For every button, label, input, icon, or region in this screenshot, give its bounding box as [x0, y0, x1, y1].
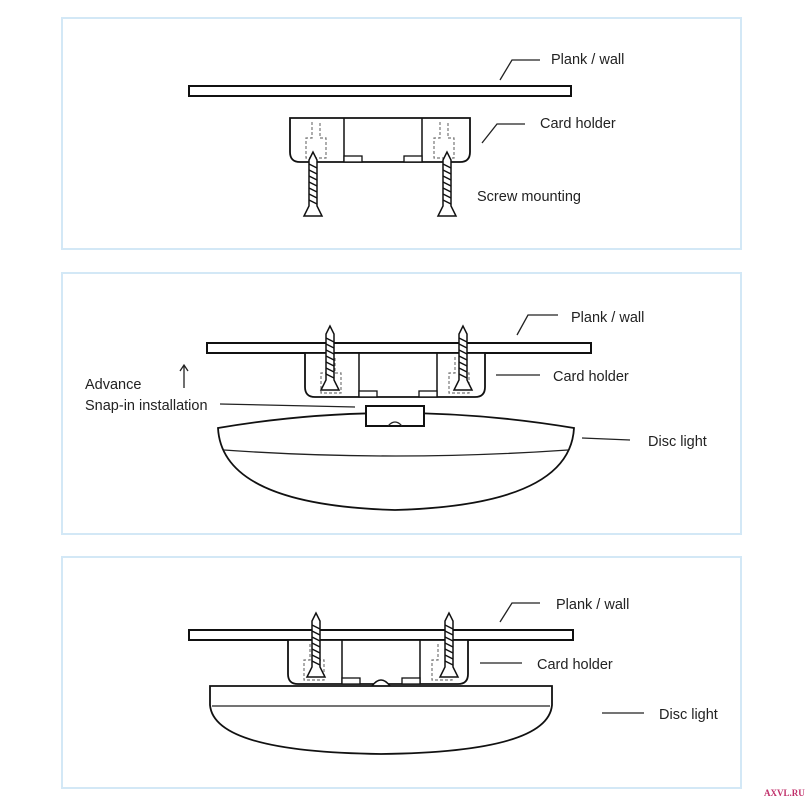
label-card-holder: Card holder — [537, 657, 613, 673]
label-plank: Plank / wall — [556, 597, 629, 613]
leader-line — [481, 123, 525, 144]
leader-line — [499, 602, 540, 623]
leader-line — [516, 314, 558, 336]
label-snap-in: Snap-in installation — [85, 398, 208, 414]
leader-line — [219, 403, 356, 408]
leader-line — [581, 437, 631, 441]
panel-snap-in: Plank / wall Card holder Advance Snap-in… — [61, 272, 742, 535]
plank — [188, 629, 574, 641]
label-plank: Plank / wall — [571, 310, 644, 326]
snap-connector — [365, 405, 425, 427]
card-holder — [289, 117, 471, 163]
plank — [206, 342, 592, 354]
label-card-holder: Card holder — [540, 116, 616, 132]
label-card-holder: Card holder — [553, 369, 629, 385]
arrow-up-icon — [179, 363, 189, 388]
label-plank: Plank / wall — [551, 52, 624, 68]
leader-line — [499, 59, 540, 81]
panel-installed: Plank / wall Card holder Disc light — [61, 556, 742, 789]
label-advance: Advance — [85, 377, 141, 393]
label-disc-light: Disc light — [648, 434, 707, 450]
watermark: AXVL.RU — [764, 788, 805, 798]
plank — [188, 85, 572, 97]
label-disc-light: Disc light — [659, 707, 718, 723]
disc-light — [209, 685, 553, 755]
panel-screw-mounting: Plank / wall Card holder Screw mounting — [61, 17, 742, 250]
label-screw-mounting: Screw mounting — [477, 189, 581, 205]
